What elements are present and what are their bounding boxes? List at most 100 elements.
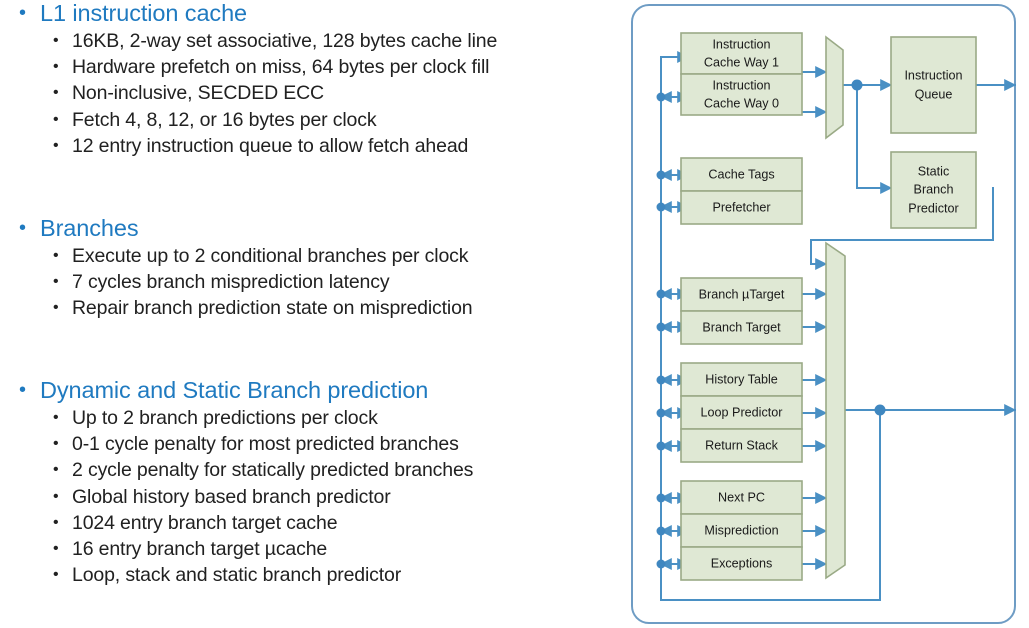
list-item: • 7 cycles branch misprediction latency [0, 269, 618, 295]
junction-dot [874, 404, 886, 416]
list-item-label: 1024 entry branch target cache [72, 511, 338, 534]
section-heading: • Branches [0, 213, 618, 243]
junction-dot [656, 526, 666, 536]
section-items: • Execute up to 2 conditional branches p… [0, 243, 618, 322]
bullet-glyph: • [53, 461, 59, 479]
junction-dot [656, 408, 666, 418]
section-heading-label: Branches [40, 215, 139, 241]
wire-static-predictor-to-mux [810, 187, 994, 270]
list-item-label: Execute up to 2 conditional branches per… [72, 245, 469, 267]
junction-dot [656, 559, 666, 569]
list-item-label: 16 entry branch target µcache [72, 538, 328, 561]
list-item: • Loop, stack and static branch predicto… [0, 562, 618, 588]
junction-dot [656, 170, 666, 180]
slide-outline: • L1 instruction cache • 16KB, 2-way set… [0, 0, 618, 588]
list-item: • 1024 entry branch target cache [0, 510, 618, 536]
bullet-glyph: • [53, 487, 59, 505]
bullet-glyph: • [19, 2, 26, 24]
bullet-glyph: • [53, 136, 59, 154]
list-item-label: 0-1 cycle penalty for most predicted bra… [72, 433, 459, 456]
list-item: • Execute up to 2 conditional branches p… [0, 243, 618, 269]
block-icache-way0: Instruction Cache Way 0 [680, 73, 803, 116]
bullet-glyph: • [53, 409, 59, 426]
section-items: • 16KB, 2-way set associative, 128 bytes… [0, 28, 618, 159]
block-label: Branch Target [702, 320, 781, 334]
block-exceptions: Exceptions [680, 546, 803, 581]
block-label: Return Stack [705, 438, 778, 452]
bullet-glyph: • [53, 84, 59, 102]
block-history-table: History Table [680, 362, 803, 397]
bullet-glyph: • [19, 217, 26, 239]
block-label: Prefetcher [712, 200, 770, 214]
list-item: • 0-1 cycle penalty for most predicted b… [0, 431, 618, 457]
list-item-label: Repair branch prediction state on mispre… [72, 297, 473, 320]
bullet-glyph: • [53, 273, 59, 291]
block-label-line2: Cache Way 0 [704, 96, 779, 110]
block-label-line2: Branch [914, 182, 954, 196]
bullet-glyph: • [53, 435, 59, 453]
bullet-glyph: • [53, 299, 59, 317]
junction-dot [656, 375, 666, 385]
list-item: • Hardware prefetch on miss, 64 bytes pe… [0, 54, 618, 80]
block-next-pc: Next PC [680, 480, 803, 515]
block-misprediction: Misprediction [680, 513, 803, 548]
junction-dot [656, 202, 666, 212]
block-label: Loop Predictor [701, 405, 783, 419]
block-static-branch-predictor: Static Branch Predictor [890, 151, 977, 229]
block-label: Misprediction [704, 523, 778, 537]
bullet-glyph: • [53, 58, 59, 76]
block-branch-target: Branch Target [680, 310, 803, 345]
wire-mux-to-static-predictor [856, 84, 893, 194]
list-item-label: Up to 2 branch predictions per clock [72, 407, 378, 429]
list-item-label: 7 cycles branch misprediction latency [72, 271, 390, 294]
list-item: • 2 cycle penalty for statically predict… [0, 457, 618, 483]
block-label-line2: Cache Way 1 [704, 55, 779, 69]
list-item-label: Hardware prefetch on miss, 64 bytes per … [72, 56, 490, 79]
section-items: • Up to 2 branch predictions per clock •… [0, 405, 618, 588]
junction-dot [851, 79, 863, 91]
section-heading-label: Dynamic and Static Branch prediction [40, 377, 429, 403]
block-icache-way1: Instruction Cache Way 1 [680, 32, 803, 75]
junction-dots [656, 79, 886, 569]
bullet-glyph: • [53, 566, 59, 584]
instruction-cache-mux [825, 35, 844, 140]
block-label-line2: Queue [915, 87, 953, 101]
junction-dot [656, 92, 666, 102]
list-item-label: Non-inclusive, SECDED ECC [72, 82, 324, 105]
junction-dot [656, 322, 666, 332]
list-item-label: 12 entry instruction queue to allow fetc… [72, 134, 469, 157]
block-label: Instruction [712, 37, 770, 51]
list-item: • Repair branch prediction state on misp… [0, 295, 618, 321]
bottom-return-path [660, 577, 881, 601]
section-heading-label: L1 instruction cache [40, 0, 248, 26]
outline-section-l1-instruction-cache: • L1 instruction cache • 16KB, 2-way set… [0, 0, 618, 159]
block-label: Instruction [712, 78, 770, 92]
block-loop-predictor: Loop Predictor [680, 395, 803, 430]
block-branch-utarget: Branch µTarget [680, 277, 803, 312]
block-return-stack: Return Stack [680, 428, 803, 463]
bullet-glyph: • [53, 32, 59, 49]
list-item: • 12 entry instruction queue to allow fe… [0, 133, 618, 159]
block-cache-tags: Cache Tags [680, 157, 803, 192]
bullet-glyph: • [19, 379, 26, 401]
block-label: History Table [705, 372, 778, 386]
bullet-glyph: • [53, 540, 59, 558]
list-item: • Global history based branch predictor [0, 484, 618, 510]
block-label: Static [918, 164, 950, 178]
list-item-label: Loop, stack and static branch predictor [72, 564, 402, 587]
list-item: • 16KB, 2-way set associative, 128 bytes… [0, 28, 618, 54]
block-instruction-queue: Instruction Queue [890, 36, 977, 134]
list-item: • Fetch 4, 8, 12, or 16 bytes per clock [0, 107, 618, 133]
bullet-glyph: • [53, 110, 59, 128]
outline-section-branches: • Branches • Execute up to 2 conditional… [0, 213, 618, 322]
block-label: Next PC [718, 490, 765, 504]
bullet-glyph: • [53, 513, 59, 531]
block-label: Cache Tags [708, 167, 774, 181]
branch-prediction-mux [825, 241, 846, 580]
bullet-glyph: • [53, 247, 59, 264]
block-label: Exceptions [711, 556, 773, 570]
list-item-label: Global history based branch predictor [72, 485, 391, 508]
list-item: • Up to 2 branch predictions per clock [0, 405, 618, 431]
junction-dot [656, 441, 666, 451]
junction-dot [656, 289, 666, 299]
